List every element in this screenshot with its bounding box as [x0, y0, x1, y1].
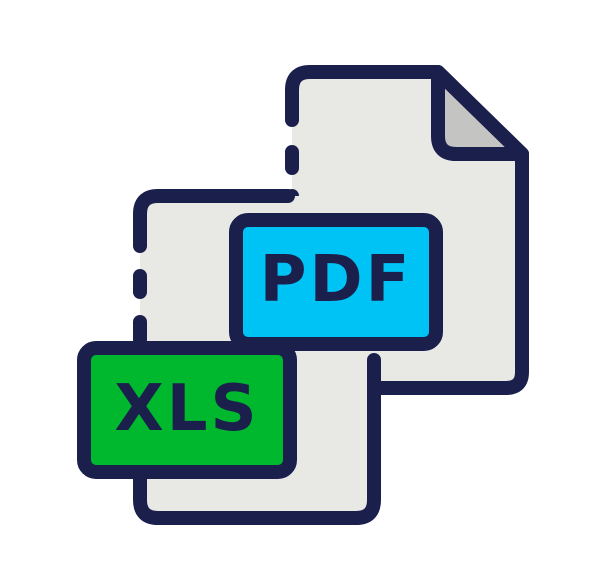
xls-badge [77, 341, 297, 479]
xls-label: XLS [114, 372, 260, 446]
pdf-badge [229, 213, 443, 351]
pdf-label: PDF [259, 243, 413, 317]
